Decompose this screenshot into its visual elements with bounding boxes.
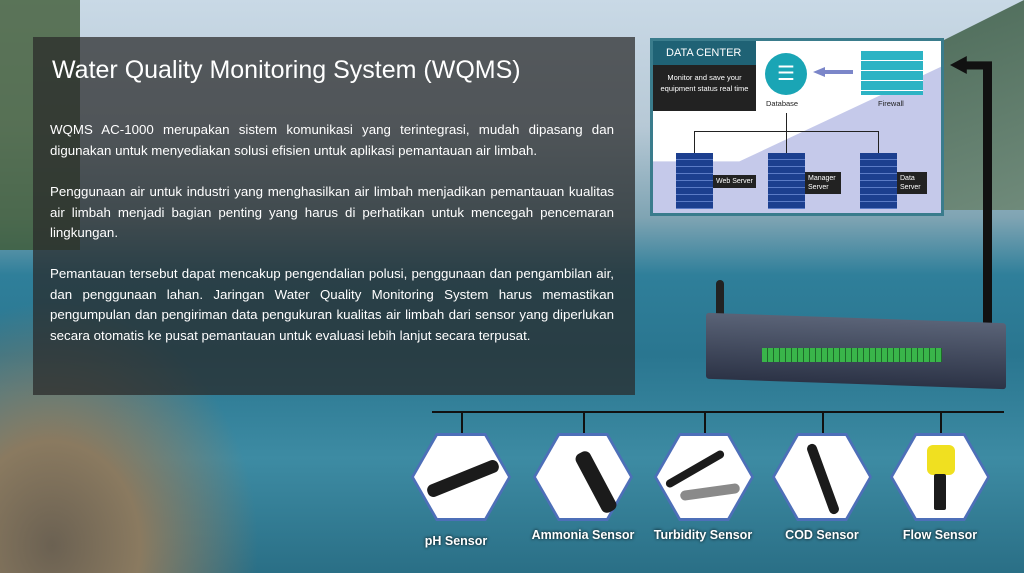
flow-sensor-stem-icon [934,474,946,510]
sensor-label: Turbidity Sensor [653,528,753,542]
paragraph-1: WQMS AC-1000 merupakan sistem komunikasi… [50,122,614,158]
data-center-description: Monitor and save your equipment status r… [653,65,756,111]
paragraph-3: Pemantauan tersebut dapat mencakup penge… [50,266,614,343]
antenna-icon [716,280,724,342]
turbidity-sensor-card [654,433,754,521]
sensor-label: Ammonia Sensor [531,528,635,542]
flow-sensor-icon [927,445,955,475]
sensor-label: Flow Sensor [902,528,978,542]
terminal-block [762,348,942,362]
server-label: Data Server [897,172,927,194]
uplink-line [983,64,992,334]
sensor-label: COD Sensor [785,528,859,542]
database-label: Database [766,99,799,108]
server-label: Web Server [713,175,756,188]
slide-title: Water Quality Monitoring System (WQMS) [52,56,521,84]
text-panel [33,37,635,395]
data-server-icon [860,153,897,209]
firewall-icon [861,51,923,95]
web-server-icon [676,153,713,209]
server-label: Manager Server [805,172,841,194]
manager-server-icon [768,153,805,209]
ammonia-sensor-card [533,433,633,521]
arrow-left-icon [813,67,853,77]
paragraph-2: Penggunaan air untuk industri yang mengh… [50,184,614,240]
sensor-label: pH Sensor [424,534,488,548]
data-center-diagram: DATA CENTER Monitor and save your equipm… [650,38,944,216]
data-center-heading: DATA CENTER [653,41,756,65]
database-icon: ☰ [765,53,807,95]
firewall-label: Firewall [878,99,904,108]
